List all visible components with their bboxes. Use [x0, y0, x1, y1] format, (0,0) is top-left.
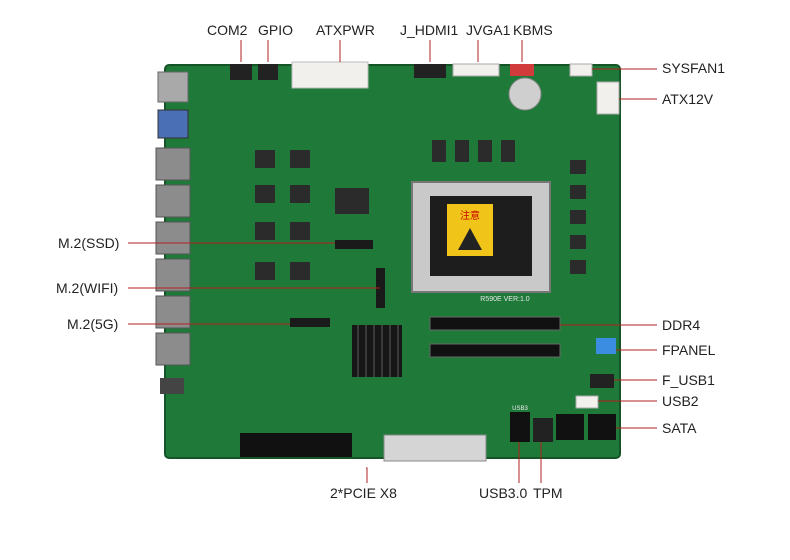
leader-lines: [128, 40, 657, 483]
ddr4-slot-1: [429, 316, 561, 331]
label-com2: COM2: [207, 22, 248, 38]
gpio-header: [258, 64, 278, 80]
label-atxpwr: ATXPWR: [316, 22, 375, 38]
label-jvga1: JVGA1: [466, 22, 511, 38]
label-sysfan1: SYSFAN1: [662, 60, 726, 76]
ddr4-slot-2: [429, 343, 561, 358]
sata-port-1: [556, 414, 584, 440]
m2-5g-slot: [290, 318, 330, 327]
warning-triangle: [458, 228, 482, 250]
board-model: R590E VER:1.0: [480, 296, 530, 303]
usb30-header: [510, 412, 530, 442]
m2-wifi-slot: [376, 268, 385, 308]
label-usb30: USB3.0: [479, 485, 528, 501]
m2-ssd-slot: [335, 240, 373, 249]
usb3-silk: USB3: [512, 406, 528, 412]
label-fpanel: FPANEL: [662, 342, 716, 358]
label-gpio: GPIO: [258, 22, 294, 38]
atxpwr-connector: [291, 61, 369, 89]
jvga1-header: [452, 63, 500, 77]
atx12v-connector: [596, 81, 620, 115]
pcb-board: [164, 64, 621, 459]
cmos-battery: [508, 77, 542, 111]
label-sata: SATA: [662, 420, 697, 436]
label-ddr4: DDR4: [662, 317, 701, 333]
pcie-slot-2: [383, 434, 487, 462]
cpu-warning-text: 注意: [460, 209, 480, 222]
label-usb2: USB2: [662, 393, 699, 409]
label-m2-wifi: M.2(WIFI): [56, 280, 119, 296]
label-pcie: 2*PCIE X8: [330, 485, 397, 501]
usb2-header: [575, 395, 599, 409]
com2-header: [230, 64, 252, 80]
kbms-header: [510, 64, 534, 76]
label-kbms: KBMS: [513, 22, 553, 38]
f-usb1-header: [590, 374, 614, 388]
pcie-slot-1: [240, 433, 352, 457]
sysfan1-header: [569, 63, 593, 77]
rear-io-panel: [155, 71, 191, 394]
label-tpm: TPM: [533, 485, 563, 501]
label-j-hdmi1: J_HDMI1: [400, 22, 459, 38]
label-f-usb1: F_USB1: [662, 372, 715, 388]
fpanel-header: [596, 338, 616, 354]
j-hdmi1-header: [414, 64, 446, 78]
tpm-header: [533, 418, 553, 442]
vrm-components: [255, 140, 586, 280]
label-m2-ssd: M.2(SSD): [58, 235, 120, 251]
heatsink-fins: [357, 325, 399, 377]
sata-port-2: [588, 414, 616, 440]
label-m2-5g: M.2(5G): [67, 316, 119, 332]
label-atx12v: ATX12V: [662, 91, 714, 107]
chipset-heatsink: [352, 325, 402, 377]
